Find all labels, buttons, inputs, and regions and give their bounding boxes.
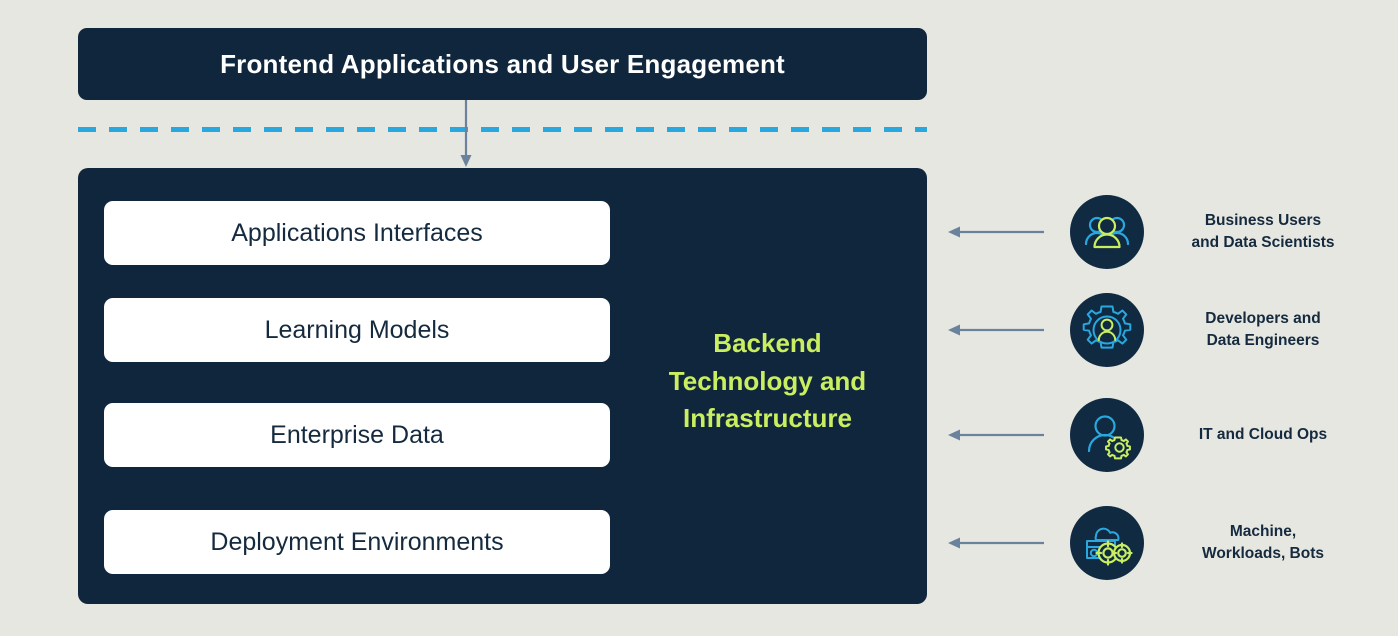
layer-card-label: Applications Interfaces	[231, 218, 483, 247]
persona-label-line-1: Developers and	[1205, 310, 1321, 327]
users-group-icon	[1070, 195, 1144, 269]
persona-row-machine-workloads: Machine, Workloads, Bots	[948, 506, 1388, 580]
persona-row-business-users: Business Users and Data Scientists	[948, 195, 1388, 269]
persona-row-it-cloud-ops: IT and Cloud Ops	[948, 398, 1388, 472]
gear-user-icon	[1070, 293, 1144, 367]
persona-label: Developers and Data Engineers	[1174, 308, 1352, 352]
persona-arrow-icon	[948, 223, 1044, 241]
persona-label-line-1: IT and Cloud Ops	[1198, 426, 1328, 443]
persona-label-line-2: Workloads, Bots	[1201, 545, 1324, 562]
persona-label-line-1: Business Users	[1204, 212, 1322, 229]
cloud-gears-icon	[1070, 506, 1144, 580]
layer-card-deployment-environments[interactable]: Deployment Environments	[104, 510, 610, 574]
layer-card-label: Deployment Environments	[210, 527, 504, 556]
user-settings-icon	[1070, 398, 1144, 472]
persona-arrow-icon	[948, 426, 1044, 444]
layer-card-enterprise-data[interactable]: Enterprise Data	[104, 403, 610, 467]
dashed-separator-line	[78, 127, 927, 132]
persona-arrow-icon	[948, 534, 1044, 552]
persona-label-line-2: and Data Scientists	[1191, 234, 1335, 251]
frontend-banner-title: Frontend Applications and User Engagemen…	[220, 48, 785, 79]
backend-panel-title: Backend Technology and Infrastructure	[625, 325, 910, 438]
persona-label-line-2: Data Engineers	[1206, 332, 1320, 349]
layer-card-learning-models[interactable]: Learning Models	[104, 298, 610, 362]
persona-arrow-icon	[948, 321, 1044, 339]
backend-title-line-1: Backend	[713, 328, 822, 358]
persona-label: IT and Cloud Ops	[1174, 424, 1352, 446]
layer-card-label: Learning Models	[264, 315, 450, 344]
persona-label: Business Users and Data Scientists	[1174, 210, 1352, 254]
layer-card-label: Enterprise Data	[270, 420, 444, 449]
layer-card-applications-interfaces[interactable]: Applications Interfaces	[104, 201, 610, 265]
frontend-to-backend-arrow	[459, 100, 473, 168]
backend-title-line-2: Technology and	[668, 365, 867, 396]
frontend-applications-banner: Frontend Applications and User Engagemen…	[78, 28, 927, 100]
persona-label: Machine, Workloads, Bots	[1174, 521, 1352, 565]
persona-row-developers: Developers and Data Engineers	[948, 293, 1388, 367]
backend-title-line-3: Infrastructure	[682, 403, 853, 434]
persona-label-line-1: Machine,	[1229, 523, 1297, 540]
